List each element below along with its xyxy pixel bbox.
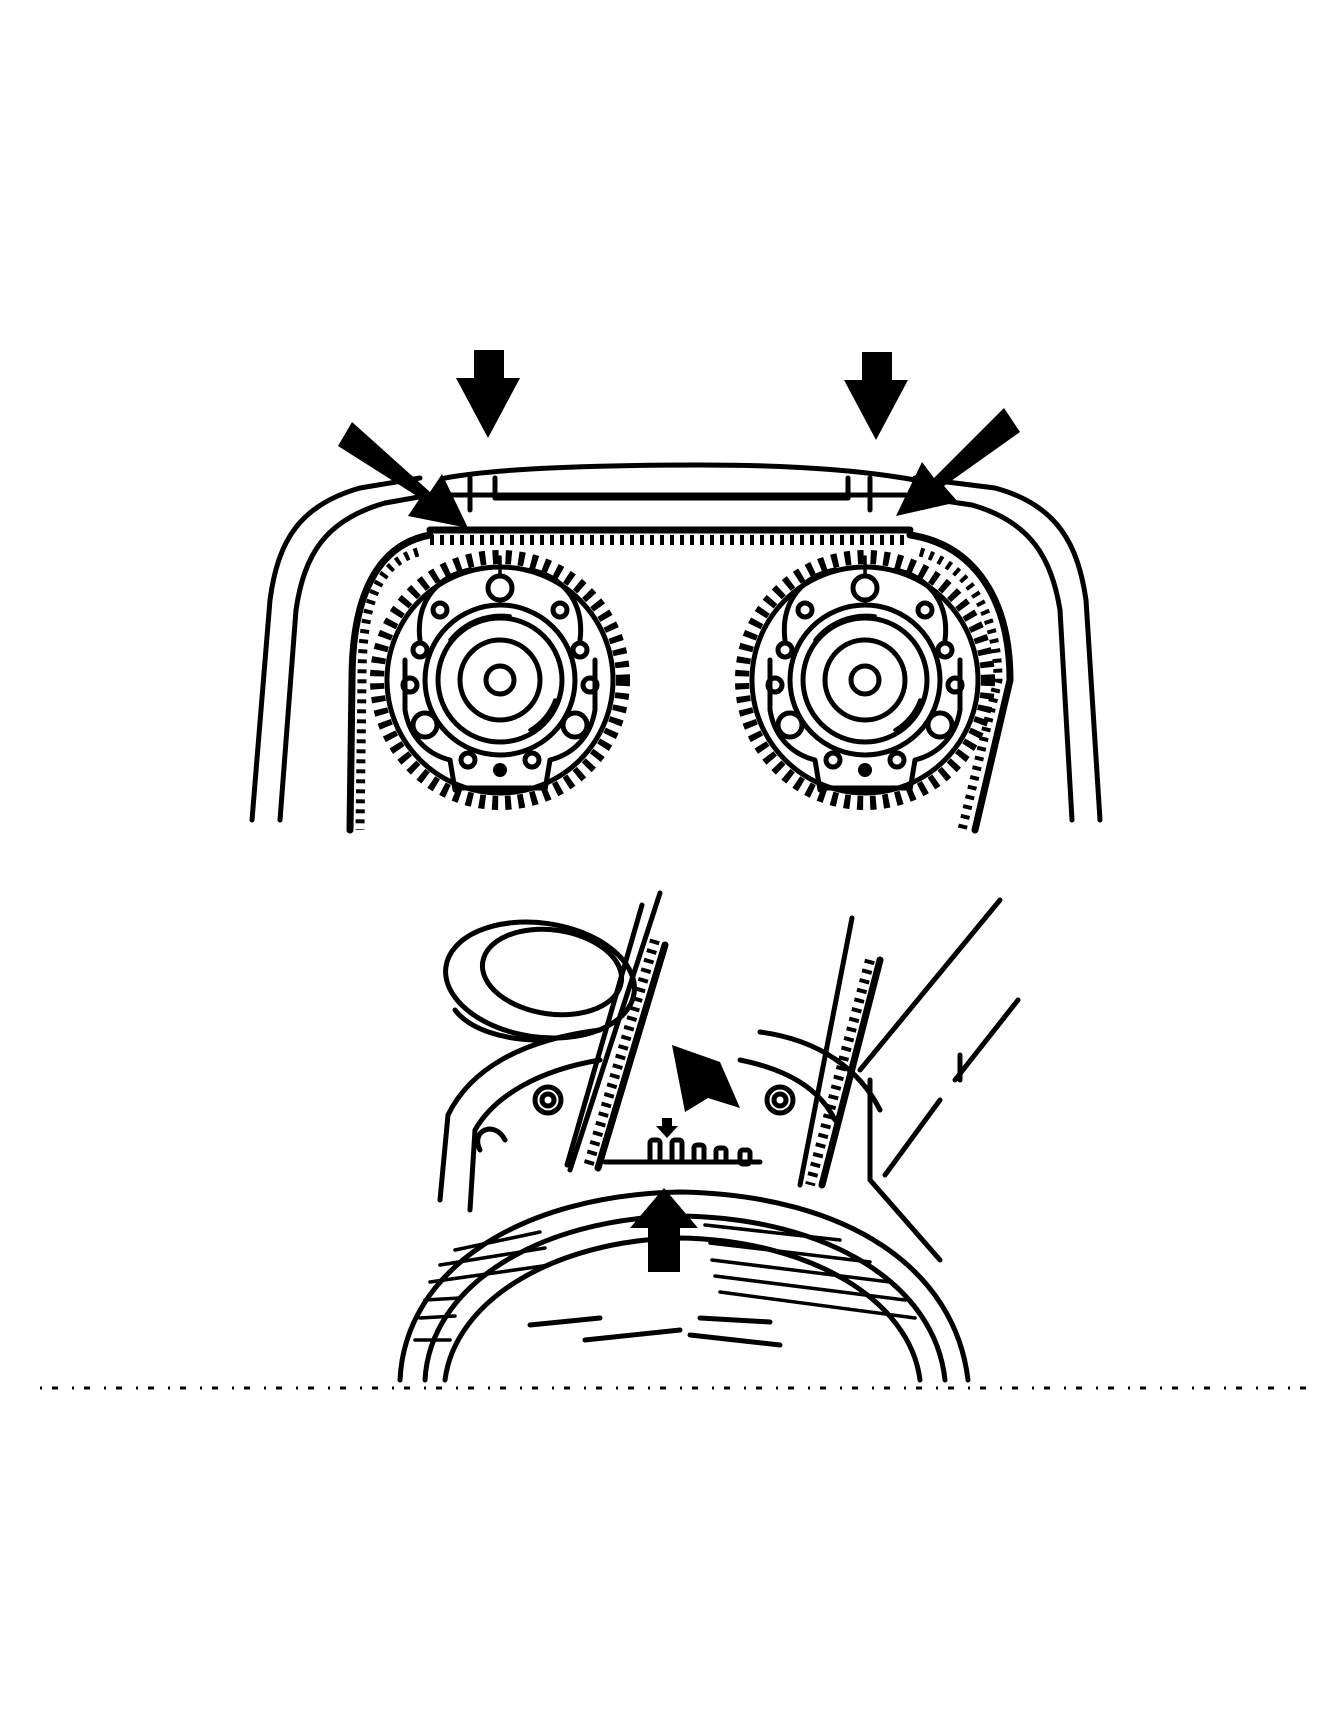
camshaft-sprocket-left [370, 550, 630, 810]
down-arrow-icon [456, 350, 520, 438]
diagonal-arrow-icon [338, 422, 468, 528]
timing-belt-lower [564, 890, 884, 1189]
crankshaft-pulley [397, 1189, 971, 1383]
diagonal-arrow-icon [896, 408, 1020, 516]
engine-cover-outline [249, 462, 1103, 823]
engine-block-right [857, 897, 1021, 1263]
diagonal-arrow-icon [672, 1045, 740, 1112]
camshaft-sprocket-right [735, 550, 995, 810]
crankshaft-sprocket [602, 1118, 763, 1167]
down-arrow-icon [844, 352, 908, 440]
idler-pulley [443, 919, 637, 1043]
timing-belt-upper [346, 526, 1014, 834]
up-arrow-icon [630, 1188, 698, 1272]
